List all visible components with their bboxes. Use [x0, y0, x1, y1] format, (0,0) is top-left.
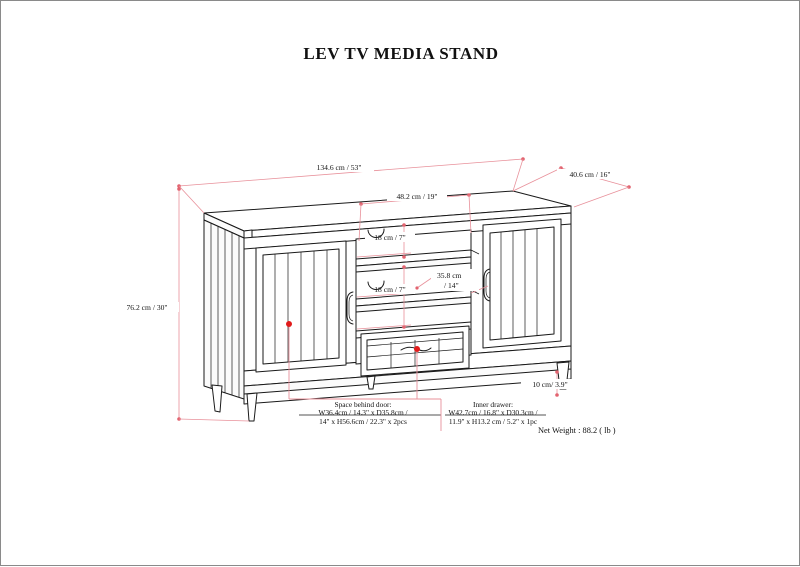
dimension-label-height: 76.2 cm / 30" — [126, 303, 167, 312]
callout-drawer-line2: W42.7cm / 16.8" x D30.3cm / — [448, 408, 538, 417]
dimension-label-depth-center-2: / 14" — [444, 281, 459, 290]
dimension-label-width: 134.6 cm / 53" — [317, 163, 362, 172]
dimension-label-depth: 40.6 cm / 16" — [569, 170, 610, 179]
dimension-overall-width: 134.6 cm / 53" — [177, 157, 525, 214]
dimension-shelf-lower: 18 cm / 7" — [356, 265, 415, 330]
right-door-panel[interactable] — [482, 218, 562, 349]
callout-drawer-line1: Inner drawer: — [473, 400, 513, 409]
net-weight-label: Net Weight : 88.2 ( lb ) — [538, 426, 616, 435]
page-title: LEV TV MEDIA STAND — [303, 44, 499, 63]
dimension-label-depth-center-1: 35.8 cm — [437, 271, 462, 280]
callout-door-line1: Space behind door: — [334, 400, 391, 409]
dimension-label-leg-height: 10 cm/ 3.9" — [532, 380, 567, 389]
dimension-overall-height: 76.2 cm / 30" — [113, 187, 250, 422]
dimension-center-depth: 35.8 cm / 14" — [415, 269, 489, 294]
callout-space-behind-door: Space behind door: W36.4cm / 14.3" x D35… — [286, 321, 441, 426]
dimension-label-center-width: 48.2 cm / 19" — [396, 192, 437, 201]
dimension-center-width: 48.2 cm / 19" — [358, 191, 472, 242]
callout-door-line2: W36.4cm / 14.3" x D35.8cm / — [318, 408, 408, 417]
callout-drawer-line3: 11.9" x H13.2 cm / 5.2" x 1pc — [449, 417, 538, 426]
left-door-panel[interactable] — [255, 240, 354, 373]
dimension-leg-height: 10 cm/ 3.9" — [521, 370, 579, 397]
dimension-overall-depth: 40.6 cm / 16" — [512, 166, 631, 208]
dimension-label-shelf-upper: 18 cm / 7" — [374, 233, 406, 242]
dimension-shelf-upper: 18 cm / 7" — [356, 223, 415, 259]
callout-inner-drawer: Inner drawer: W42.7cm / 16.8" x D30.3cm … — [414, 346, 546, 431]
callout-door-line3: 14" x H56.6cm / 22.3" x 2pcs — [319, 417, 407, 426]
dimension-label-shelf-lower: 18 cm / 7" — [374, 285, 406, 294]
